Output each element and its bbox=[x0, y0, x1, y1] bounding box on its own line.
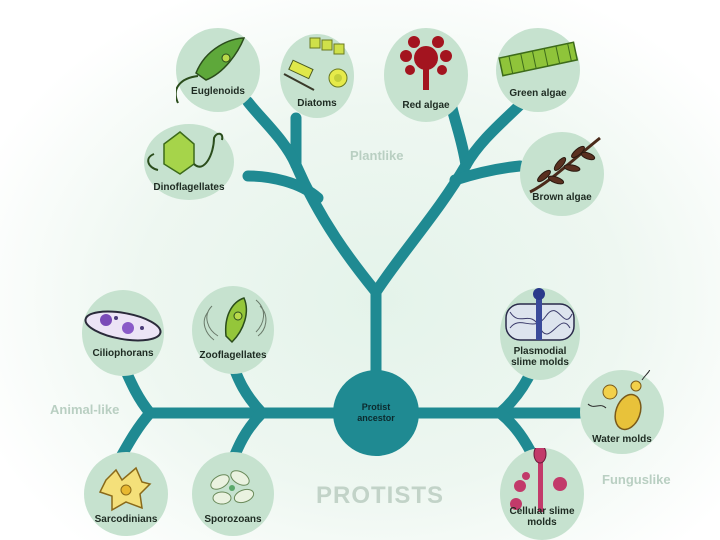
node-diatoms: Diatoms bbox=[280, 34, 354, 118]
node-euglenoids: Euglenoids bbox=[176, 28, 260, 112]
group-label-plantlike: Plantlike bbox=[350, 148, 404, 163]
label-red-algae: Red algae bbox=[402, 100, 450, 111]
node-plasmodial-slime-molds: Plasmodial slime molds bbox=[500, 288, 580, 380]
group-label-animal-like: Animal-like bbox=[50, 402, 120, 417]
label-cellular-line-2: molds bbox=[527, 517, 557, 528]
diatom-icon bbox=[283, 37, 348, 91]
cellular-slime-mold-icon bbox=[510, 448, 567, 512]
label-zooflagellates: Zooflagellates bbox=[199, 350, 267, 361]
node-red-algae: Red algae bbox=[384, 28, 468, 122]
label-dinoflagellates: Dinoflagellates bbox=[153, 182, 225, 193]
protist-ancestor-node: Protist ancestor bbox=[333, 370, 419, 456]
label-euglenoids: Euglenoids bbox=[191, 86, 245, 97]
red-algae-icon bbox=[400, 36, 452, 90]
ancestor-line-2: ancestor bbox=[357, 413, 395, 423]
green-algae-icon bbox=[498, 41, 579, 77]
label-ciliophorans: Ciliophorans bbox=[92, 348, 154, 359]
label-diatoms: Diatoms bbox=[297, 98, 337, 109]
label-cellular-slime-molds: Cellular slime molds bbox=[500, 506, 584, 528]
label-water-molds: Water molds bbox=[592, 434, 652, 445]
label-sarcodinians: Sarcodinians bbox=[94, 514, 158, 525]
node-ciliophorans: Ciliophorans bbox=[82, 290, 164, 376]
group-label-funguslike: Funguslike bbox=[602, 472, 671, 487]
node-sarcodinians: Sarcodinians bbox=[84, 452, 168, 536]
label-green-algae: Green algae bbox=[509, 88, 567, 99]
dinoflagellate-icon bbox=[147, 131, 224, 175]
amoeba-icon bbox=[98, 466, 152, 512]
paramecium-icon bbox=[84, 310, 162, 342]
label-plasmodial-slime-molds: Plasmodial slime molds bbox=[500, 346, 580, 368]
label-cellular-line-1: Cellular slime bbox=[509, 506, 575, 517]
node-dinoflagellates: Dinoflagellates bbox=[144, 124, 234, 200]
label-plasmodial-line-1: Plasmodial bbox=[513, 346, 567, 357]
label-brown-algae: Brown algae bbox=[532, 192, 592, 203]
node-brown-algae: Brown algae bbox=[520, 132, 604, 216]
node-sporozoans: Sporozoans bbox=[192, 452, 274, 536]
label-plasmodial-line-2: slime molds bbox=[511, 357, 569, 368]
brown-algae-icon bbox=[529, 136, 601, 194]
euglena-icon bbox=[176, 37, 246, 104]
ancestor-line-1: Protist bbox=[361, 402, 391, 412]
node-water-molds: Water molds bbox=[580, 370, 664, 454]
node-zooflagellates: Zooflagellates bbox=[192, 286, 274, 374]
node-green-algae: Green algae bbox=[496, 28, 580, 112]
plasmodial-slime-mold-icon bbox=[505, 288, 575, 341]
water-mold-icon bbox=[587, 370, 651, 431]
zooflagellate-icon bbox=[203, 297, 267, 344]
node-cellular-slime-molds: Cellular slime molds bbox=[500, 448, 584, 540]
sporozoan-icon bbox=[210, 470, 255, 505]
label-sporozoans: Sporozoans bbox=[204, 514, 262, 525]
diagram-title: PROTISTS bbox=[316, 482, 445, 509]
